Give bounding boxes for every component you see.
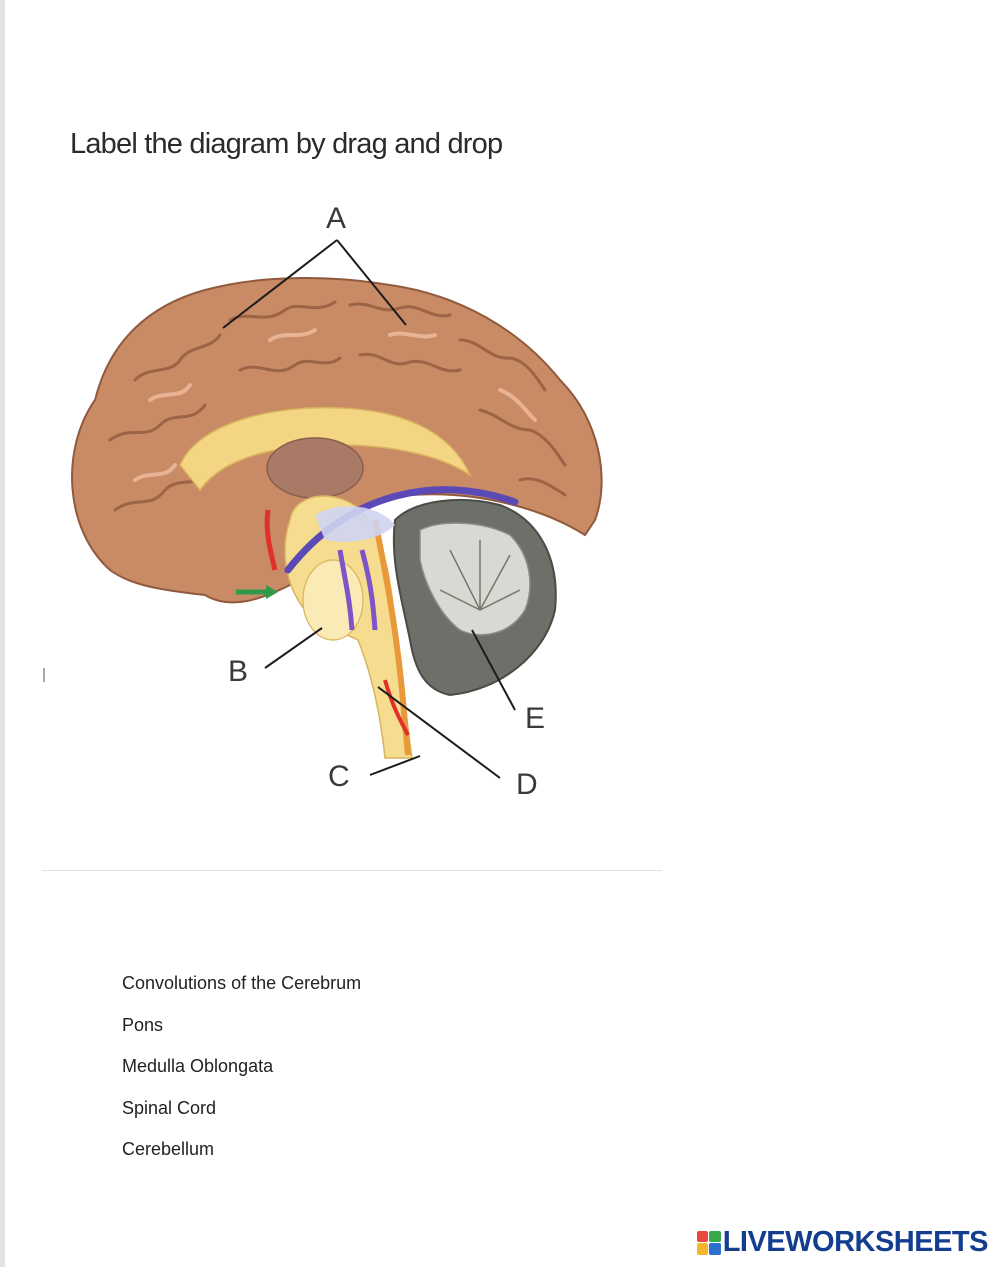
- worksheet-title: Label the diagram by drag and drop: [70, 128, 502, 161]
- marker-d[interactable]: D: [516, 768, 538, 801]
- thalamus-shape: [267, 438, 363, 498]
- brand-name: LIVEWORKSHEETS: [723, 1226, 988, 1259]
- word-bank-item-convolutions[interactable]: Convolutions of the Cerebrum: [122, 970, 361, 1012]
- brand-logo[interactable]: LIVEWORKSHEETS: [697, 1226, 988, 1259]
- word-bank-item-pons[interactable]: Pons: [122, 1012, 361, 1054]
- blue-region: [315, 506, 395, 542]
- word-bank-item-medulla[interactable]: Medulla Oblongata: [122, 1053, 361, 1095]
- marker-b[interactable]: B: [228, 655, 248, 688]
- brain-diagram: A B C D E: [40, 190, 670, 820]
- section-divider: [42, 870, 662, 871]
- word-bank-item-cerebellum[interactable]: Cerebellum: [122, 1136, 361, 1178]
- word-bank: Convolutions of the Cerebrum Pons Medull…: [122, 970, 361, 1178]
- marker-a[interactable]: A: [326, 202, 346, 235]
- marker-e[interactable]: E: [525, 702, 545, 735]
- liveworksheets-logo-icon: [697, 1231, 721, 1255]
- page-left-border: [0, 0, 5, 1267]
- marker-c[interactable]: C: [328, 760, 350, 793]
- word-bank-item-spinal-cord[interactable]: Spinal Cord: [122, 1095, 361, 1137]
